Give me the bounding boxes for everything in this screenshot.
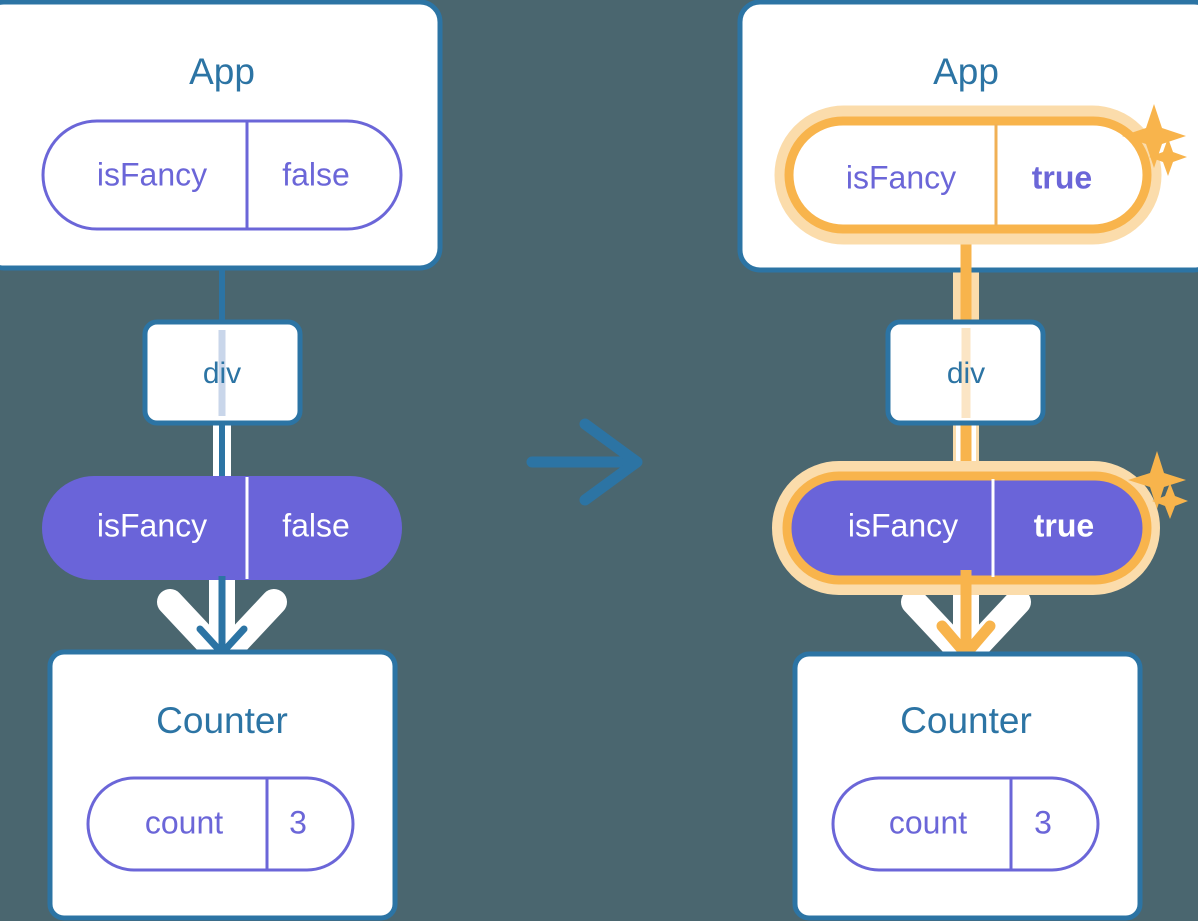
left-app-state-name: isFancy <box>97 156 207 192</box>
right-prop-sparkle-icon <box>1128 451 1188 519</box>
right-app-sparkle-icon <box>1122 104 1187 176</box>
right-counter-state-name: count <box>889 804 967 840</box>
right-prop-name: isFancy <box>848 507 958 543</box>
left-app-title: App <box>189 51 255 92</box>
right-app-state-value: true <box>1032 159 1092 195</box>
left-app-state-pill <box>41 119 403 231</box>
right-prop-value: true <box>1034 507 1094 543</box>
left-counter-state-pill <box>86 776 355 872</box>
right-app-state-name: isFancy <box>846 159 956 195</box>
left-div-label: div <box>203 357 241 390</box>
right-app-pill-glow <box>774 105 1162 245</box>
transition-arrow-right-icon <box>526 418 643 506</box>
left-prop-value: false <box>282 507 350 543</box>
left-counter-state-value: 3 <box>289 804 307 840</box>
left-counter-state-name: count <box>145 804 223 840</box>
right-div-label: div <box>947 357 985 390</box>
right-counter-state-value: 3 <box>1034 804 1052 840</box>
left-prop-pill <box>42 476 402 580</box>
left-app-state-value: false <box>282 156 350 192</box>
right-app-state-pill <box>784 116 1152 234</box>
left-counter-title: Counter <box>156 700 288 741</box>
right-counter-title: Counter <box>900 700 1032 741</box>
right-app-title: App <box>933 51 999 92</box>
right-counter-state-pill <box>831 776 1100 872</box>
left-prop-name: isFancy <box>97 507 207 543</box>
